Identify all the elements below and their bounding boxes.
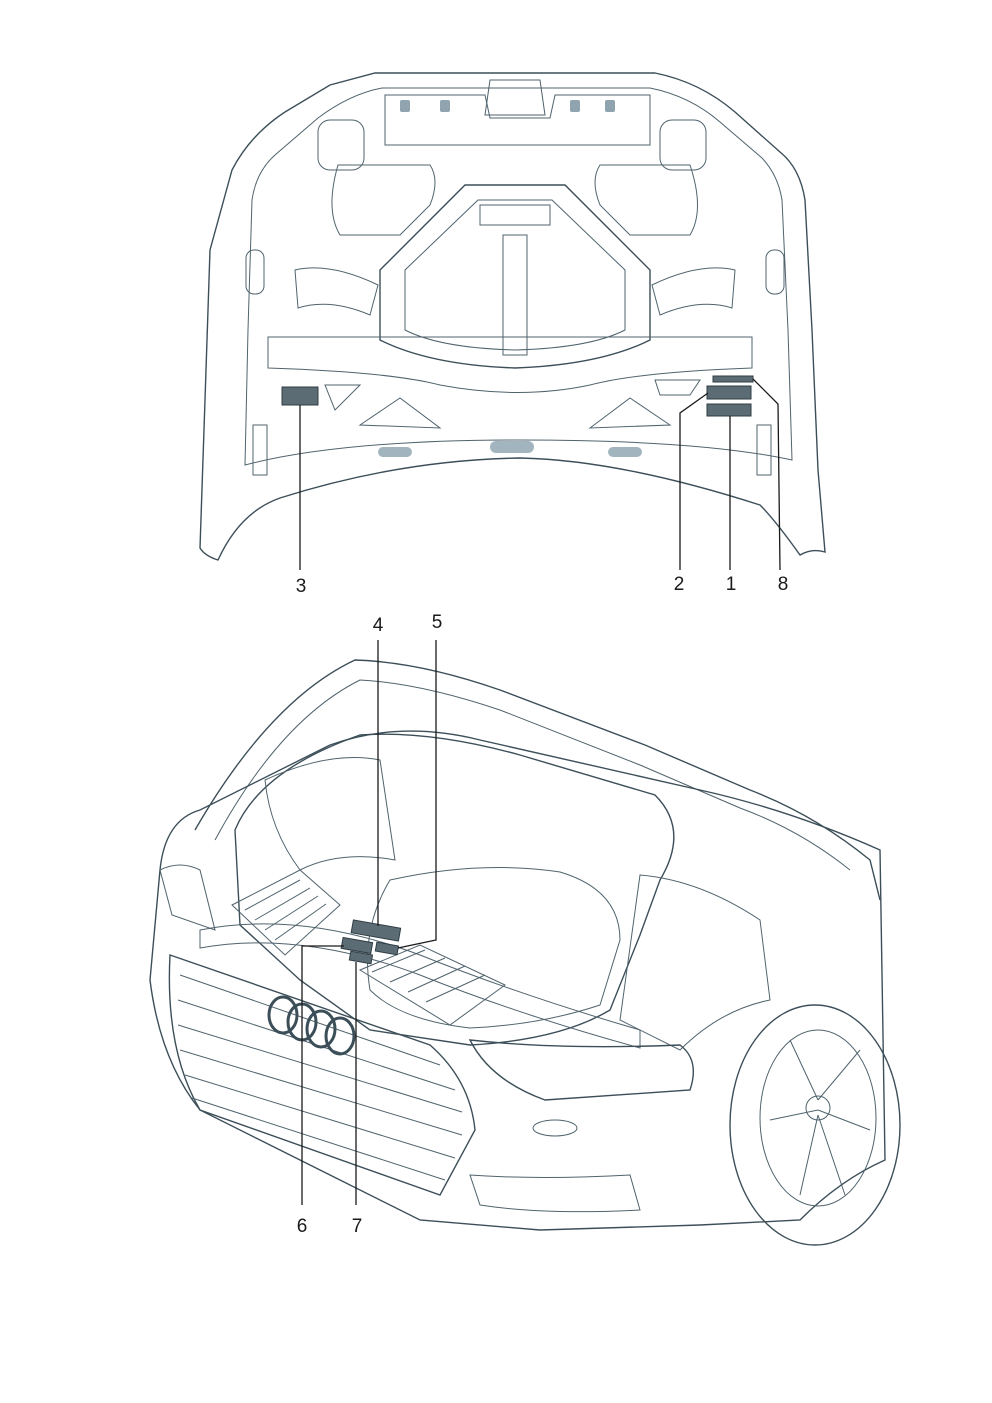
front-wheel-rim [759, 1029, 877, 1207]
right-headlight [468, 1039, 694, 1101]
hood-lower-slot [654, 379, 701, 396]
fog-light [532, 1119, 578, 1137]
hood-bracket-right [756, 424, 772, 476]
bumper-lower-intake [469, 1174, 641, 1213]
raised-hood-outline [194, 659, 881, 901]
hood-pocket-left [331, 164, 436, 236]
callout-2: 2 [674, 574, 685, 595]
label-plate-6 [340, 936, 374, 955]
hood-leader-lines [299, 378, 781, 571]
left-headlight [159, 864, 216, 931]
left-strut-tower [264, 757, 396, 871]
car-leader-lines [301, 640, 437, 1205]
right-fender-inner [619, 874, 771, 1051]
hood-pocket-right [594, 164, 698, 236]
label-plate-4 [350, 919, 402, 942]
callout-7: 7 [352, 1216, 363, 1237]
hood-rib-left [294, 267, 379, 316]
left-intake-vent [231, 869, 341, 956]
hood-bracket-left [252, 424, 268, 476]
engine-bay-cavity [234, 733, 675, 1046]
callout-4: 4 [373, 615, 384, 636]
label-plate-8 [712, 375, 754, 383]
wheel-spokes [769, 1039, 871, 1196]
hood-lower-brace-mid-left [358, 397, 442, 429]
label-plate-5 [374, 941, 400, 956]
car-body [149, 730, 886, 1231]
hood-slot-right [765, 249, 785, 295]
hood-center-rib [502, 234, 528, 356]
hood-lower-brace-left [324, 384, 362, 411]
label-plate-2 [706, 385, 752, 400]
callout-8: 8 [778, 574, 789, 595]
callout-1: 1 [726, 574, 737, 595]
label-plate-3 [281, 386, 319, 406]
hood-lower-brace-mid-right [588, 397, 672, 429]
hood-underside-illustration [199, 72, 826, 561]
front-wheel-tire [729, 1004, 901, 1246]
hood-rib-right [651, 267, 736, 316]
hood-center-vent [484, 79, 546, 116]
hood-pad-right [659, 119, 707, 171]
hood-top-holes [400, 100, 615, 112]
label-plate-1 [706, 403, 752, 417]
callout-6: 6 [297, 1216, 308, 1237]
raised-hood-inner [214, 679, 851, 871]
wheel-hub [805, 1095, 831, 1121]
engine-bay-floor [367, 867, 621, 1029]
lock-carrier [199, 923, 641, 1049]
hood-pad-left [317, 119, 365, 171]
hood-center-recess [404, 199, 626, 351]
hood-slot-left [245, 249, 265, 295]
right-intake-vent [358, 944, 506, 1026]
hood-outer-shell [199, 72, 826, 561]
callout-5: 5 [432, 612, 443, 633]
hood-top-rib [479, 204, 551, 226]
hood-center-brace [379, 184, 651, 369]
car-front-illustration [149, 659, 901, 1246]
hood-inner-frame [244, 87, 793, 466]
brand-rings-emblem [267, 995, 356, 1056]
label-plate-7 [348, 950, 374, 965]
callout-3: 3 [296, 576, 307, 597]
front-grille [168, 954, 476, 1196]
hood-crossbar [267, 336, 753, 393]
hood-bottom-studs [378, 441, 642, 457]
